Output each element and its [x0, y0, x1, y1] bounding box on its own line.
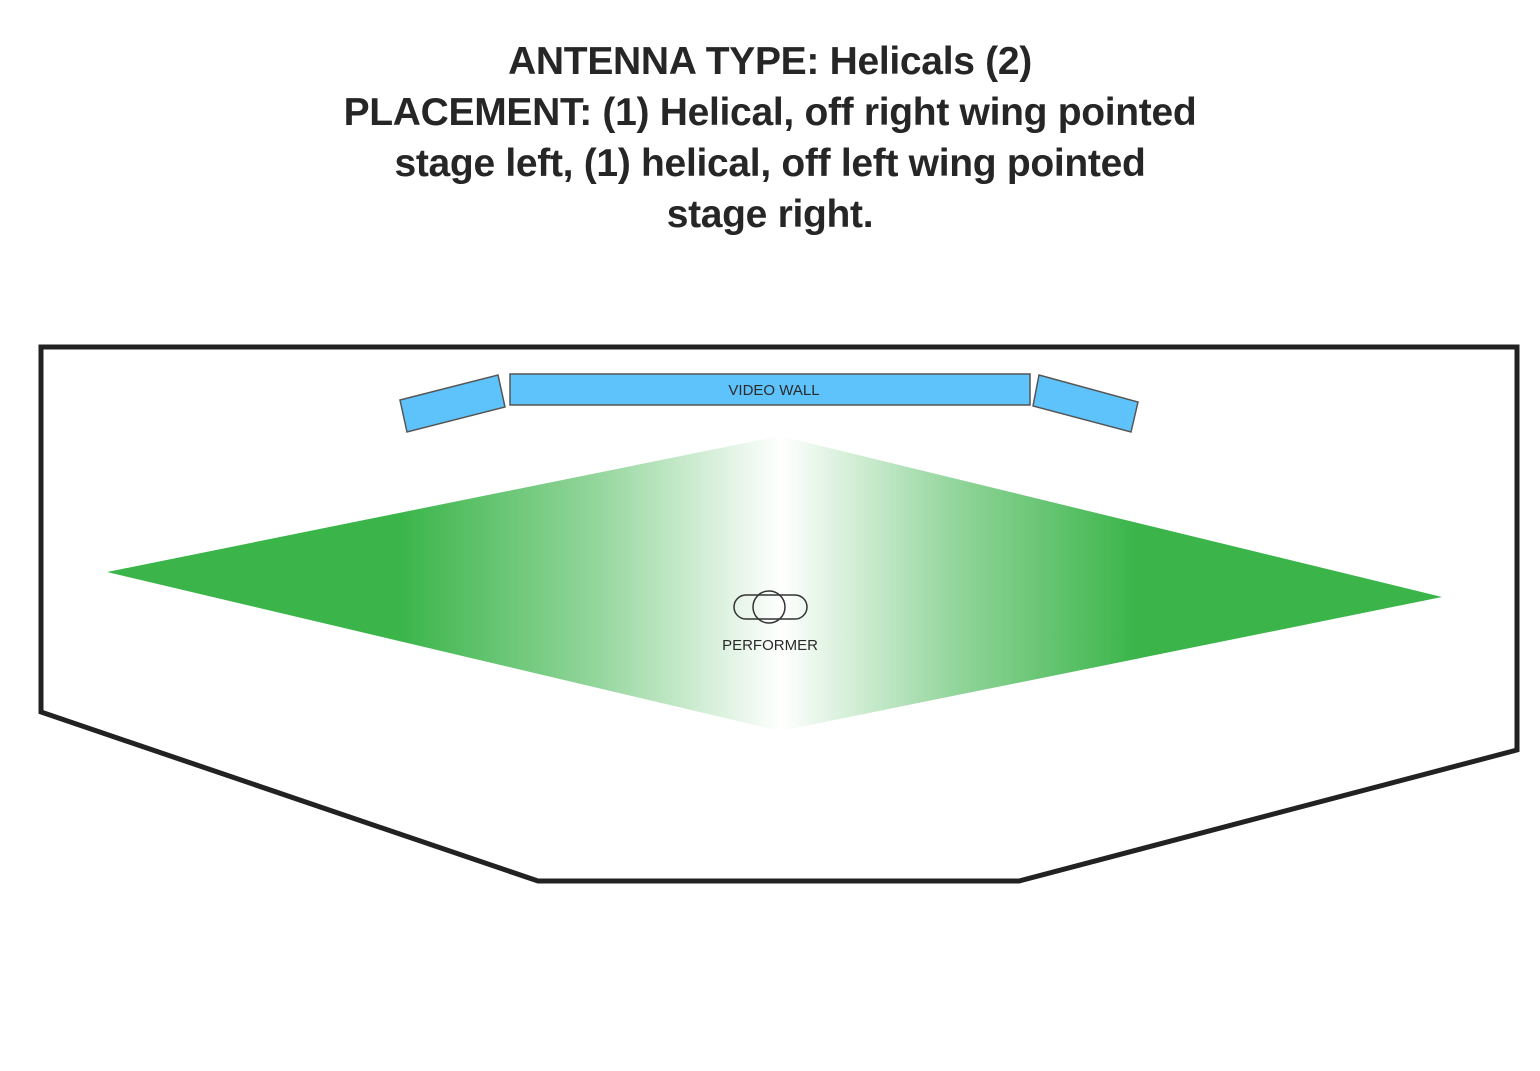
performer-label: PERFORMER: [722, 637, 818, 654]
video-wall-left-panel: [399, 374, 506, 433]
stage-outline: [38, 344, 1520, 884]
title-line-placement-3: stage right.: [666, 193, 874, 236]
video-wall-center-panel: VIDEO WALL: [509, 373, 1031, 406]
video-wall-right-panel: [1032, 374, 1139, 433]
title-line-placement-2: stage left, (1) helical, off left wing p…: [394, 142, 1146, 185]
antenna-coverage-area: [107, 436, 1442, 731]
video-wall-label: VIDEO WALL: [728, 382, 819, 399]
performer-icon: [733, 590, 808, 624]
title-line-antenna-type: ANTENNA TYPE: Helicals (2): [508, 40, 1032, 83]
title-line-placement-1: PLACEMENT: (1) Helical, off right wing p…: [343, 91, 1197, 134]
diagram-title: ANTENNA TYPE: Helicals (2) PLACEMENT: (1…: [0, 36, 1540, 240]
